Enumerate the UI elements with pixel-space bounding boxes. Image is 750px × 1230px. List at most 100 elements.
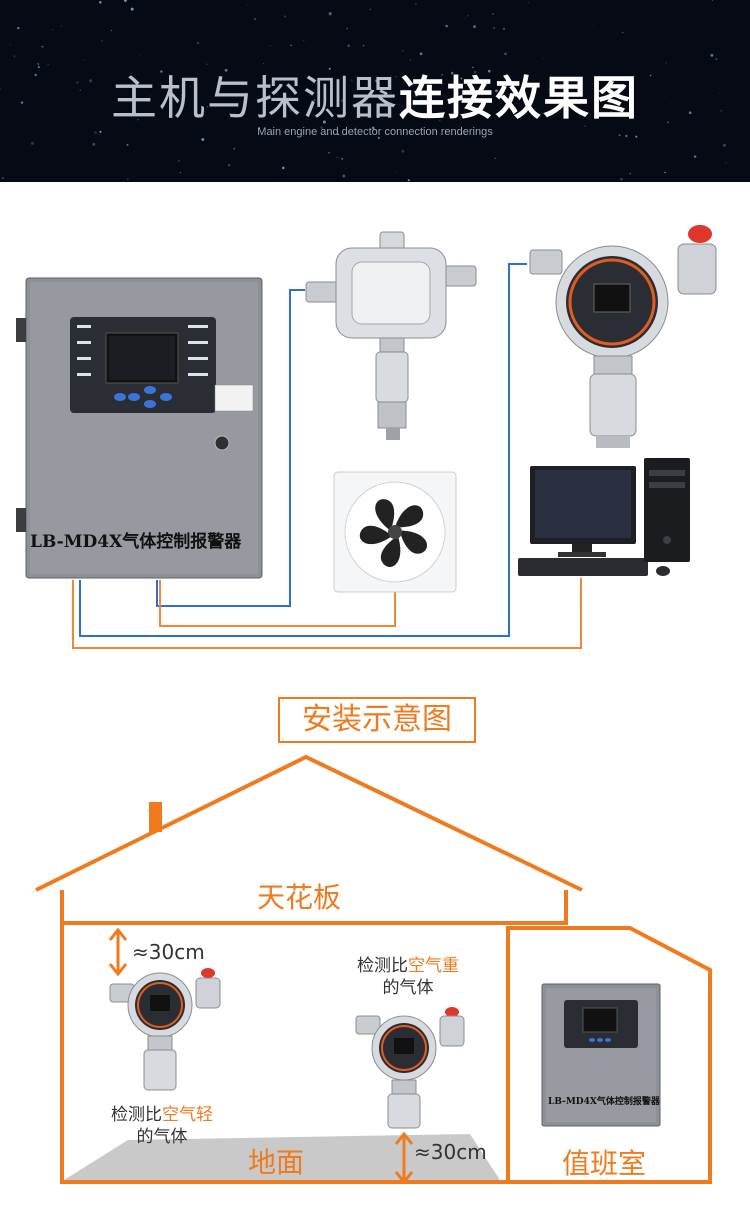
- star: [375, 79, 379, 83]
- star: [351, 79, 353, 81]
- star: [99, 1, 102, 4]
- star: [492, 12, 495, 15]
- chimney: [149, 802, 162, 832]
- heavy-gas-highlight: 空气重: [408, 956, 459, 976]
- star: [473, 25, 476, 29]
- star: [322, 120, 326, 124]
- star: [722, 143, 727, 147]
- heavy-gas-label: 检测比空气重 的气体: [344, 955, 472, 999]
- duty-room-label: 值班室: [562, 1147, 647, 1180]
- star: [362, 44, 365, 47]
- star: [92, 142, 96, 146]
- floor-label: 地面: [248, 1146, 305, 1179]
- star: [110, 29, 113, 32]
- controller-cabinet: [16, 277, 263, 579]
- star: [472, 66, 474, 69]
- install-title: 安装示意图: [278, 697, 476, 743]
- star: [282, 166, 285, 170]
- star: [93, 131, 97, 135]
- star: [377, 137, 380, 140]
- connection-diagram: [16, 225, 717, 649]
- heavy-gas-prefix: 检测比: [357, 956, 408, 976]
- star: [409, 59, 411, 61]
- star: [257, 127, 261, 130]
- star: [189, 85, 191, 87]
- duty-room-controller: [541, 983, 661, 1127]
- star: [47, 64, 49, 66]
- detector-2: [529, 225, 717, 448]
- star: [245, 92, 247, 94]
- star: [30, 141, 34, 145]
- banner-subtitle: Main engine and detector connection rend…: [257, 126, 493, 138]
- star: [340, 99, 344, 103]
- star: [609, 110, 612, 113]
- star: [457, 69, 459, 71]
- star: [180, 93, 184, 97]
- light-gas-suffix: 的气体: [136, 1127, 188, 1147]
- banner: 主机与探测器连接效果图 Main engine and detector con…: [0, 0, 750, 182]
- star: [206, 63, 208, 65]
- star: [367, 101, 369, 103]
- star: [13, 55, 16, 58]
- bottom-distance-arrow: [394, 1131, 414, 1185]
- star: [592, 24, 594, 26]
- star: [84, 59, 85, 61]
- star: [284, 15, 287, 18]
- star: [492, 26, 496, 30]
- star: [490, 1, 492, 2]
- star: [347, 44, 351, 48]
- star: [625, 134, 628, 138]
- banner-title-bold: 连接效果图: [399, 71, 639, 125]
- star: [247, 4, 249, 6]
- star: [445, 24, 448, 28]
- light-gas-highlight: 空气轻: [162, 1105, 213, 1125]
- star: [688, 111, 692, 115]
- star: [620, 177, 623, 181]
- star: [346, 27, 349, 30]
- star: [328, 67, 331, 70]
- star: [664, 171, 666, 174]
- star: [416, 102, 418, 104]
- star: [464, 17, 466, 19]
- star: [618, 134, 621, 137]
- star: [665, 62, 667, 64]
- house-diagram: [35, 754, 712, 1185]
- star: [495, 89, 498, 93]
- star: [37, 63, 39, 65]
- star: [290, 44, 292, 47]
- orange-wire-to-fan: [159, 580, 396, 627]
- star: [149, 95, 151, 97]
- blue-wire-to-detector-2: [79, 263, 527, 637]
- bottom-distance-label: ≈30cm: [414, 1140, 487, 1164]
- star: [450, 71, 454, 75]
- star: [52, 28, 54, 30]
- star: [715, 58, 718, 60]
- star: [543, 57, 545, 59]
- star: [60, 25, 62, 27]
- star: [621, 31, 624, 34]
- star: [629, 172, 632, 175]
- star: [537, 115, 539, 117]
- star: [126, 178, 129, 181]
- star: [358, 75, 359, 76]
- star: [137, 119, 139, 121]
- star: [328, 151, 330, 154]
- star: [332, 91, 333, 93]
- top-distance-arrow: [108, 927, 128, 977]
- star: [415, 3, 417, 6]
- star: [20, 101, 24, 104]
- light-gas-label: 检测比空气轻 的气体: [98, 1104, 226, 1148]
- star: [369, 8, 372, 11]
- star: [649, 74, 652, 77]
- star: [124, 0, 127, 2]
- star: [253, 17, 257, 21]
- star: [467, 14, 469, 17]
- star: [89, 79, 93, 83]
- blue-wire-to-detector-1: [156, 289, 305, 607]
- star: [473, 70, 477, 74]
- star: [438, 79, 440, 81]
- star: [548, 89, 550, 91]
- star: [438, 119, 441, 122]
- star: [313, 99, 316, 102]
- star: [342, 174, 346, 178]
